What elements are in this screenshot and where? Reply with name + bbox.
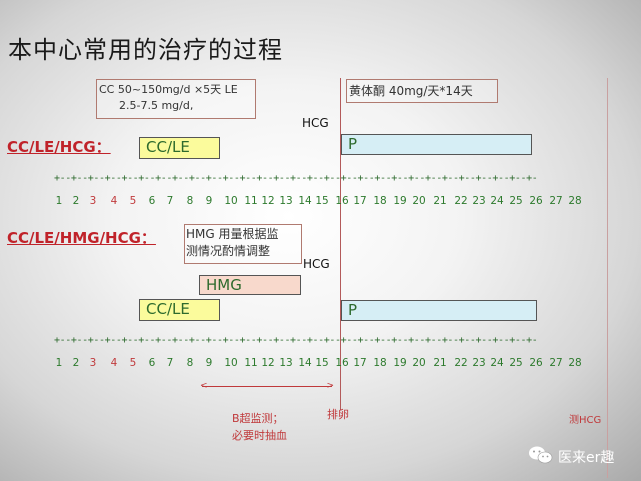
day-label: 11 bbox=[244, 357, 258, 369]
ovulation-line bbox=[340, 78, 341, 410]
day-label: 22 bbox=[454, 195, 468, 207]
progesterone-bar-2: P bbox=[341, 300, 537, 321]
day-label: 4 bbox=[110, 357, 118, 369]
day-label: 28 bbox=[568, 357, 582, 369]
day-label: 13 bbox=[279, 357, 293, 369]
ultrasound-line2: 必要时抽血 bbox=[232, 429, 287, 442]
day-label: 23 bbox=[472, 195, 486, 207]
right-boundary-line bbox=[607, 78, 608, 478]
monitoring-range-arrow: < > bbox=[200, 381, 334, 391]
cc-le-dose-line2: 2.5-7.5 mg/d, bbox=[119, 99, 194, 112]
wechat-icon bbox=[528, 445, 554, 469]
day-label: 3 bbox=[89, 357, 97, 369]
day-label: 18 bbox=[373, 357, 387, 369]
arrow-left-icon: < bbox=[200, 381, 208, 391]
day-label: 18 bbox=[373, 195, 387, 207]
day-label: 10 bbox=[224, 195, 238, 207]
day-label: 15 bbox=[315, 195, 329, 207]
ccle-bar-1: CC/LE bbox=[139, 137, 220, 159]
protocol2-label: CC/LE/HMG/HCG： bbox=[7, 229, 156, 247]
day-label: 19 bbox=[393, 357, 407, 369]
day-label: 5 bbox=[129, 357, 137, 369]
day-label: 20 bbox=[412, 357, 426, 369]
progesterone-bar-1: P bbox=[341, 134, 532, 155]
day-label: 27 bbox=[549, 357, 563, 369]
day-label: 1 bbox=[55, 357, 63, 369]
day-label: 14 bbox=[298, 357, 312, 369]
ultrasound-monitoring-note: B超监测； 必要时抽血 bbox=[232, 410, 287, 444]
day-label: 16 bbox=[335, 357, 349, 369]
day-label: 3 bbox=[89, 195, 97, 207]
day-label: 25 bbox=[509, 195, 523, 207]
day-label: 7 bbox=[166, 357, 174, 369]
day-label: 2 bbox=[72, 357, 80, 369]
page-title: 本中心常用的治疗的过程 bbox=[8, 36, 283, 64]
day-label: 16 bbox=[335, 195, 349, 207]
hmg-bar: HMG bbox=[199, 275, 301, 295]
watermark-text: 医来er趣 bbox=[558, 450, 615, 466]
ccle-bar-2: CC/LE bbox=[139, 299, 220, 321]
day-label: 17 bbox=[353, 357, 367, 369]
day-label: 24 bbox=[490, 357, 504, 369]
ovulation-label: 排卵 bbox=[327, 408, 349, 421]
day-label: 13 bbox=[279, 195, 293, 207]
day-label: 8 bbox=[186, 357, 194, 369]
watermark: 医来er趣 bbox=[528, 445, 614, 469]
test-hcg-label: 测HCG bbox=[569, 415, 602, 426]
day-label: 17 bbox=[353, 195, 367, 207]
hmg-note-line1: HMG 用量根据监 bbox=[186, 227, 279, 241]
day-label: 21 bbox=[433, 195, 447, 207]
day-label: 22 bbox=[454, 357, 468, 369]
day-label: 6 bbox=[148, 195, 156, 207]
progesterone-dose-note: 黄体酮 40mg/天*14天 bbox=[346, 79, 498, 103]
day-label: 11 bbox=[244, 195, 258, 207]
day-label: 26 bbox=[529, 195, 543, 207]
protocol1-label: CC/LE/HCG： bbox=[7, 138, 111, 156]
day-label: 25 bbox=[509, 357, 523, 369]
day-label: 27 bbox=[549, 195, 563, 207]
day-label: 4 bbox=[110, 195, 118, 207]
day-label: 26 bbox=[529, 357, 543, 369]
arrow-right-icon: > bbox=[326, 381, 334, 391]
cc-le-dose-note: CC 50~150mg/d ×5天 LE 2.5-7.5 mg/d, bbox=[96, 79, 256, 119]
day-label: 20 bbox=[412, 195, 426, 207]
day-label: 9 bbox=[205, 357, 213, 369]
hmg-dose-note: HMG 用量根据监 测情况酌情调整 bbox=[184, 224, 302, 264]
day-label: 12 bbox=[261, 195, 275, 207]
hcg-label-1: HCG bbox=[302, 116, 329, 130]
day-label: 2 bbox=[72, 195, 80, 207]
day-label: 6 bbox=[148, 357, 156, 369]
hmg-note-line2: 测情况酌情调整 bbox=[186, 244, 271, 258]
day-label: 15 bbox=[315, 357, 329, 369]
day-label: 1 bbox=[55, 195, 63, 207]
day-label: 8 bbox=[186, 195, 194, 207]
cc-le-dose-line1: CC 50~150mg/d ×5天 LE bbox=[99, 83, 238, 96]
day-label: 9 bbox=[205, 195, 213, 207]
day-label: 5 bbox=[129, 195, 137, 207]
timeline-ticks-2: +--+--+--+--+--+--+--+--+--+--+--+--+--+… bbox=[54, 335, 538, 346]
day-label: 10 bbox=[224, 357, 238, 369]
day-label: 7 bbox=[166, 195, 174, 207]
ultrasound-line1: B超监测； bbox=[232, 412, 284, 425]
day-label: 12 bbox=[261, 357, 275, 369]
day-label: 24 bbox=[490, 195, 504, 207]
day-label: 21 bbox=[433, 357, 447, 369]
hcg-label-2: HCG bbox=[303, 257, 330, 271]
day-label: 23 bbox=[472, 357, 486, 369]
day-label: 14 bbox=[298, 195, 312, 207]
day-label: 19 bbox=[393, 195, 407, 207]
timeline-ticks-1: +--+--+--+--+--+--+--+--+--+--+--+--+--+… bbox=[54, 173, 538, 184]
day-label: 28 bbox=[568, 195, 582, 207]
